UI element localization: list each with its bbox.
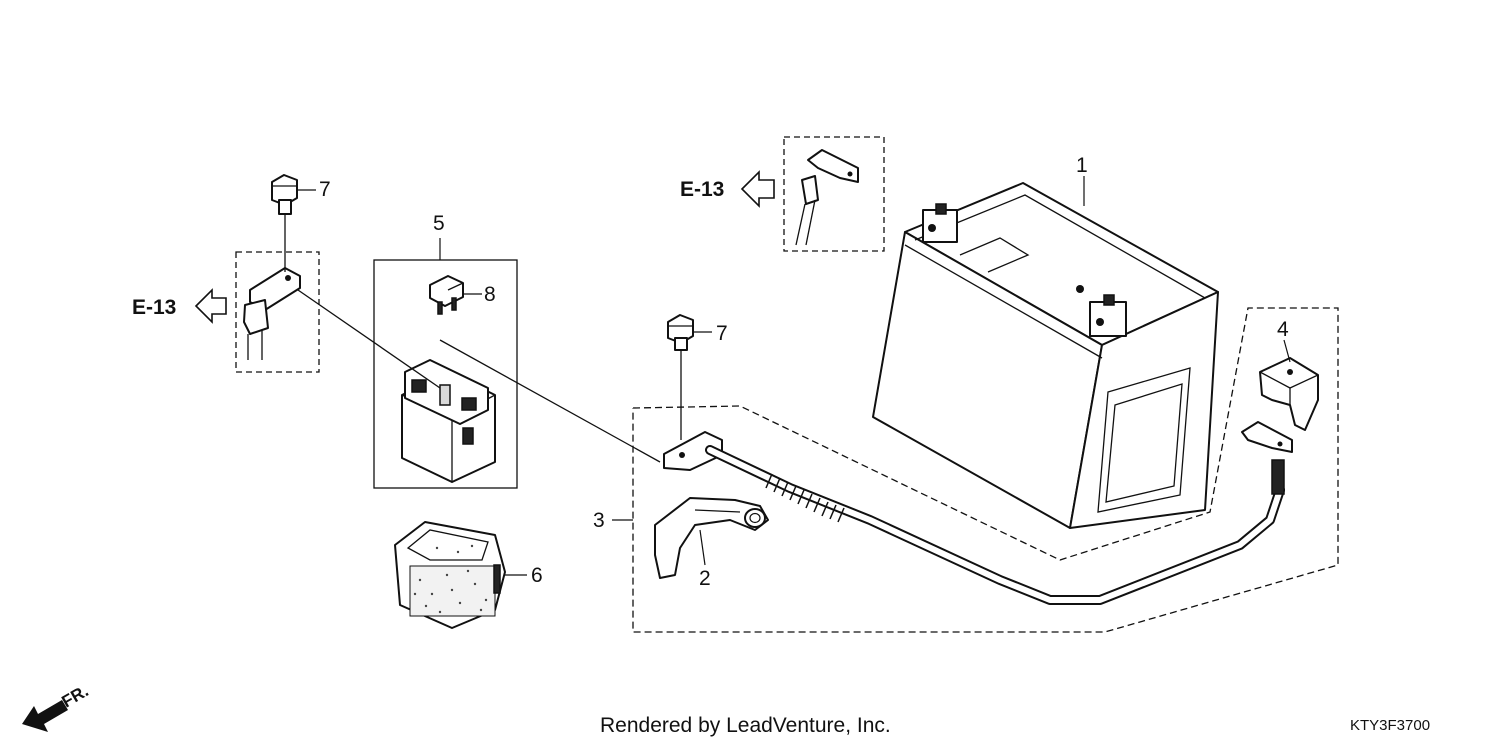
positive-cable-terminal	[1241, 421, 1293, 495]
cable-group-box	[632, 307, 1339, 633]
negative-cable-terminal	[243, 267, 301, 360]
reference-label-top: E-13	[680, 178, 724, 201]
callout-2: 2	[699, 567, 711, 590]
callout-1: 1	[1076, 154, 1088, 177]
reference-arrow-left-icon	[194, 288, 227, 324]
relay-boot	[394, 521, 506, 629]
callout-8: 8	[484, 283, 496, 306]
bolt-left	[271, 174, 298, 272]
reference-arrow-top-icon	[740, 170, 775, 208]
terminal-cover-negative	[654, 497, 769, 579]
front-direction-arrow-icon	[22, 700, 68, 732]
callout-3: 3	[593, 509, 605, 532]
relay-group-box	[373, 259, 518, 489]
starter-relay	[401, 359, 496, 483]
left-cable-box	[235, 251, 320, 373]
callout-5: 5	[433, 212, 445, 235]
credit-text: Rendered by LeadVenture, Inc.	[600, 714, 891, 737]
callout-6: 6	[531, 564, 543, 587]
battery	[872, 182, 1219, 529]
top-cable-box	[783, 136, 885, 252]
callout-7-middle: 7	[716, 322, 728, 345]
bolt-middle	[667, 314, 694, 440]
terminal-cover-positive	[1259, 357, 1319, 431]
reference-label-left: E-13	[132, 296, 176, 319]
diagram-code: KTY3F3700	[1350, 717, 1430, 734]
positive-cable-clamp	[795, 149, 859, 246]
battery-terminal-positive	[1089, 294, 1127, 337]
fuse	[429, 275, 464, 315]
callout-7-top: 7	[319, 178, 331, 201]
negative-cable	[297, 289, 441, 389]
callout-4: 4	[1277, 318, 1289, 341]
battery-terminal-negative	[922, 203, 958, 243]
